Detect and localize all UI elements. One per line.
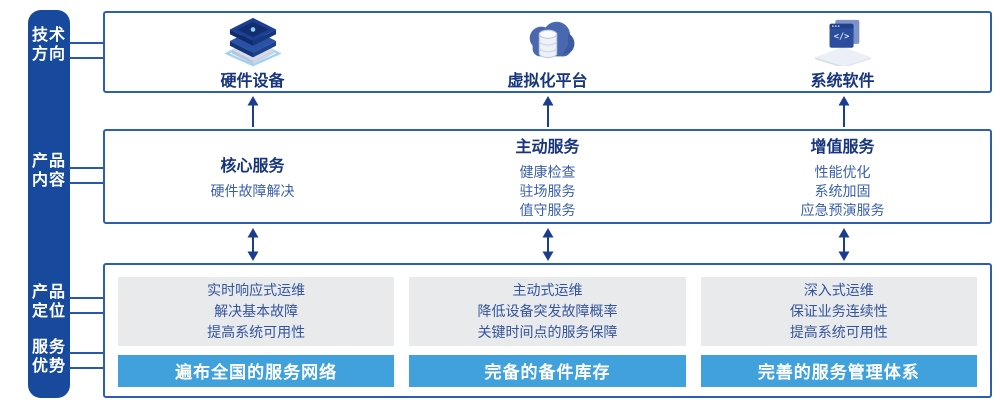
tech-column-system-software: </> 系统软件 bbox=[695, 13, 990, 91]
connector-line bbox=[69, 297, 105, 299]
server-stack-icon bbox=[223, 17, 282, 66]
service-item: 应急预演服务 bbox=[800, 202, 885, 218]
positioning-description: 实时响应式运维 解决基本故障 提高系统可用性 bbox=[118, 277, 395, 346]
product-content-panel: 核心服务 硬件故障解决 主动服务 健康检查 驻场服务 值守服务 增值服务 性能优… bbox=[103, 129, 992, 224]
advantage-banner: 完备的备件库存 bbox=[409, 354, 686, 387]
description-line: 降低设备突发故障概率 bbox=[477, 302, 618, 319]
sidebar-item-tech-direction: 技术方向 bbox=[31, 27, 66, 63]
service-item: 健康检查 bbox=[519, 164, 576, 180]
service-column-value-added: 增值服务 性能优化 系统加固 应急预演服务 bbox=[695, 131, 990, 222]
description-line: 关键时间点的服务保障 bbox=[477, 323, 618, 340]
service-item: 硬件故障解决 bbox=[210, 183, 295, 199]
double-arrow bbox=[542, 228, 554, 261]
advantage-banner: 遍布全国的服务网络 bbox=[118, 354, 395, 387]
description-line: 实时响应式运维 bbox=[207, 281, 306, 298]
connector-line bbox=[69, 352, 105, 354]
description-line: 提高系统可用性 bbox=[207, 323, 306, 340]
category-sidebar bbox=[28, 10, 70, 398]
sidebar-item-product-positioning: 产品定位 bbox=[31, 284, 66, 320]
connector-line bbox=[69, 57, 105, 59]
tech-label-hardware: 硬件设备 bbox=[220, 73, 285, 90]
service-title: 主动服务 bbox=[515, 139, 580, 156]
positioning-column-proactive: 主动式运维 降低设备突发故障概率 关键时间点的服务保障 完备的备件库存 bbox=[409, 277, 686, 387]
service-item: 驻场服务 bbox=[519, 183, 576, 199]
service-title: 核心服务 bbox=[220, 158, 285, 175]
sidebar-item-product-content: 产品内容 bbox=[31, 153, 66, 189]
positioning-description: 主动式运维 降低设备突发故障概率 关键时间点的服务保障 bbox=[409, 277, 686, 346]
advantage-banner: 完善的服务管理体系 bbox=[700, 354, 977, 387]
description-line: 深入式运维 bbox=[803, 281, 874, 298]
connector-line bbox=[69, 367, 105, 369]
double-arrow bbox=[838, 228, 850, 261]
service-title: 增值服务 bbox=[810, 139, 875, 156]
description-line: 保证业务连续性 bbox=[789, 302, 888, 319]
connector-line bbox=[69, 182, 105, 184]
service-item: 系统加固 bbox=[814, 183, 871, 199]
description-line: 解决基本故障 bbox=[214, 302, 299, 319]
description-line: 提高系统可用性 bbox=[789, 323, 888, 340]
positioning-panel: 实时响应式运维 解决基本故障 提高系统可用性 遍布全国的服务网络 主动式运维 降… bbox=[103, 263, 992, 398]
code-window-icon: </> bbox=[814, 19, 871, 66]
double-arrow bbox=[247, 228, 259, 261]
positioning-description: 深入式运维 保证业务连续性 提高系统可用性 bbox=[700, 277, 977, 346]
positioning-column-realtime: 实时响应式运维 解决基本故障 提高系统可用性 遍布全国的服务网络 bbox=[118, 277, 395, 387]
service-item: 值守服务 bbox=[519, 202, 576, 218]
up-arrow bbox=[247, 96, 259, 127]
up-arrow bbox=[838, 96, 850, 127]
tech-direction-panel: 硬件设备 虚拟化平台 bbox=[103, 11, 992, 93]
sidebar-item-service-advantage: 服务优势 bbox=[31, 339, 66, 375]
tech-column-hardware: 硬件设备 bbox=[105, 13, 400, 91]
cloud-database-icon bbox=[529, 21, 574, 59]
service-column-core: 核心服务 硬件故障解决 bbox=[105, 131, 400, 222]
connector-line bbox=[69, 312, 105, 314]
service-column-proactive: 主动服务 健康检查 驻场服务 值守服务 bbox=[400, 131, 695, 222]
tech-column-virtualization: 虚拟化平台 bbox=[400, 13, 695, 91]
positioning-column-deep: 深入式运维 保证业务连续性 提高系统可用性 完善的服务管理体系 bbox=[700, 277, 977, 387]
description-line: 主动式运维 bbox=[512, 281, 583, 298]
connector-line bbox=[69, 167, 105, 169]
tech-label-system-software: 系统软件 bbox=[810, 73, 875, 90]
up-arrow bbox=[542, 96, 554, 127]
tech-label-virtualization: 虚拟化平台 bbox=[507, 73, 588, 90]
svg-text:</>: </> bbox=[833, 32, 849, 42]
service-item: 性能优化 bbox=[814, 164, 871, 180]
connector-line bbox=[69, 42, 105, 44]
